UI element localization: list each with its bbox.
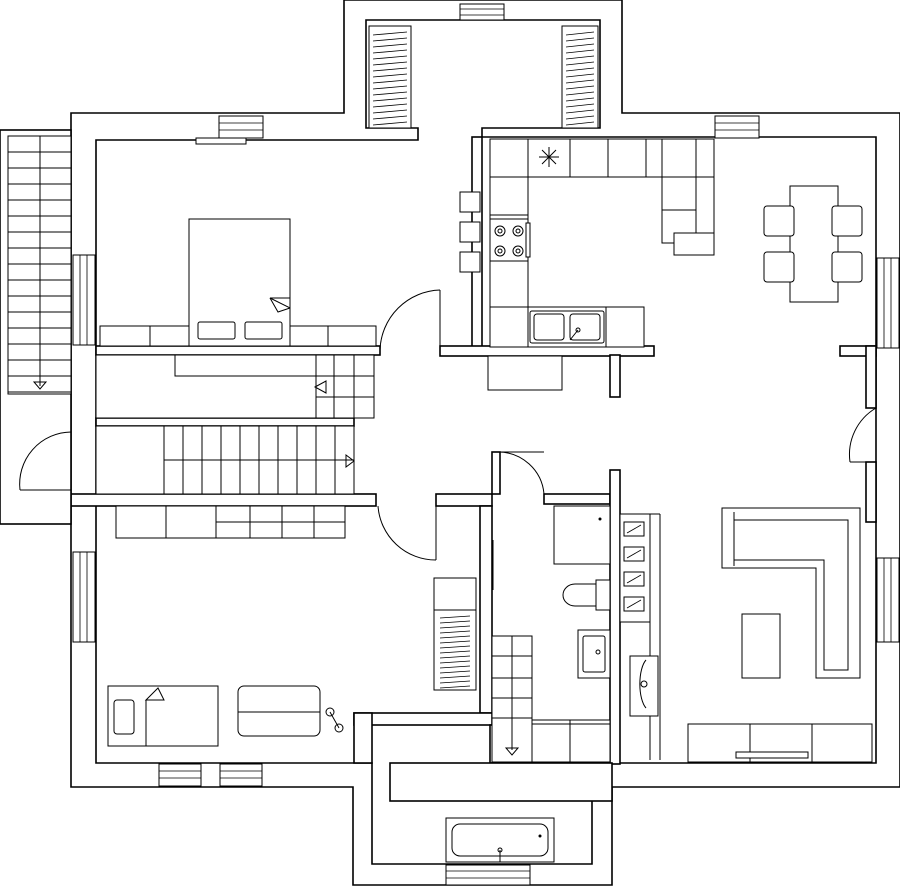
- laundry-stair: [491, 635, 533, 763]
- laundry-cabinet: [531, 719, 611, 763]
- bedroom-wardrobe: [99, 325, 377, 347]
- kitchen-island: [661, 139, 715, 256]
- kitchen-counter-top: [489, 138, 715, 178]
- sink-icon: [529, 310, 605, 344]
- tap-icon: [497, 847, 503, 862]
- bedroom-2: [107, 505, 477, 747]
- toilet-icon: [562, 579, 611, 611]
- washbasin-icon: [577, 629, 611, 679]
- windows: [72, 3, 900, 886]
- dining-chair: [763, 205, 795, 237]
- exterior-staircase: [7, 135, 72, 395]
- dining-chair: [831, 205, 863, 237]
- corner-sofa: [721, 507, 861, 679]
- pillow-left: [197, 321, 236, 340]
- dining-area: [763, 185, 863, 303]
- kitchen: [459, 138, 715, 391]
- dining-table: [789, 185, 839, 303]
- bay-window-panels: [368, 25, 599, 129]
- bar-stools: [459, 191, 481, 273]
- shower-tray: [553, 505, 611, 565]
- vanity-basin-icon: [629, 655, 659, 717]
- doors: [19, 289, 877, 590]
- bedroom-2-wardrobe: [115, 505, 346, 539]
- tv-sideboard: [687, 723, 873, 763]
- interior-staircase: [95, 354, 375, 495]
- interior-walls: [0, 129, 877, 802]
- bed-pillow: [113, 699, 135, 735]
- extractor-fan-icon: [539, 147, 559, 167]
- dining-chair: [763, 251, 795, 283]
- dining-chair: [831, 251, 863, 283]
- wc-laundry: [491, 505, 661, 763]
- bedroom-1: [99, 218, 377, 347]
- pillow-right: [244, 321, 283, 340]
- exterior-wall: [70, 0, 900, 886]
- kitchen-cabinet-below: [487, 355, 563, 391]
- desk-lamp-icon: [325, 707, 344, 733]
- cooktop-icon: [489, 218, 531, 262]
- appliance-column: [619, 513, 661, 760]
- bathroom: [445, 817, 555, 863]
- desk: [237, 685, 321, 737]
- living-room: [687, 507, 873, 763]
- coffee-table: [741, 613, 781, 679]
